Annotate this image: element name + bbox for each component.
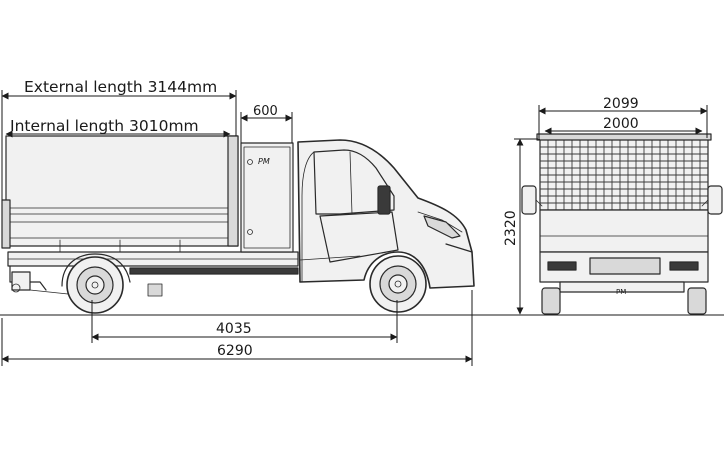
dimension-lines <box>1 90 708 366</box>
chassis-frame <box>7 251 299 297</box>
side-view: PM <box>1 135 475 314</box>
overall-width-label: 2099 <box>603 96 639 112</box>
svg-text:PM: PM <box>616 288 626 296</box>
rear-view-wheel-left <box>541 287 561 315</box>
mirror-right <box>701 185 723 215</box>
wheelbase-label: 4035 <box>216 321 252 337</box>
box-length-label: 600 <box>253 104 278 119</box>
rear-view: PM <box>521 133 723 315</box>
mesh-grid <box>540 140 708 210</box>
mesh-cage <box>539 137 709 211</box>
svg-text:PM: PM <box>258 157 270 166</box>
rear-view-wheel-right <box>687 287 707 315</box>
mirror-left <box>521 185 543 215</box>
storage-box: PM <box>240 142 294 253</box>
rear-wheel <box>66 256 124 314</box>
tipper-body <box>1 135 239 253</box>
internal-length-label: Internal length 3010mm <box>10 117 199 135</box>
body-width-label: 2000 <box>603 116 639 132</box>
external-length-label: External length 3144mm <box>24 78 217 96</box>
overall-height-label: 2320 <box>503 210 519 246</box>
overall-length-label: 6290 <box>217 343 253 359</box>
front-wheel <box>369 255 427 313</box>
vehicle-cab <box>297 139 475 289</box>
